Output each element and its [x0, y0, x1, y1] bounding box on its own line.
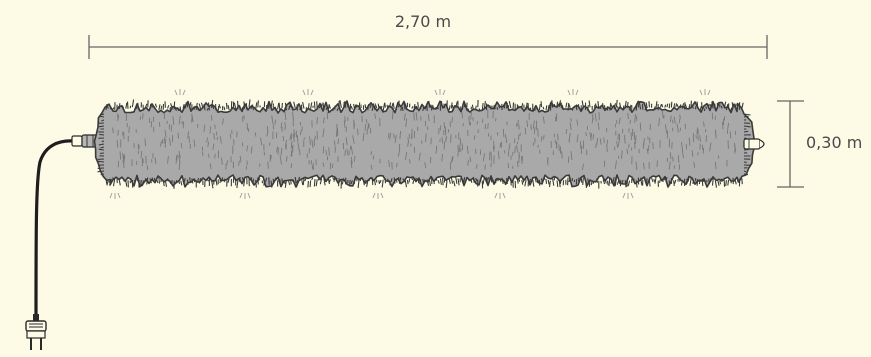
light-spark-icon: [239, 192, 251, 199]
garland-inner-needles: [112, 109, 737, 170]
garland-outline: [93, 100, 756, 188]
garland-lights: [109, 89, 711, 199]
garland-needles: [112, 109, 737, 170]
light-spark-icon: [109, 192, 121, 199]
power-cable: [34, 139, 76, 322]
light-spark-icon: [174, 89, 186, 96]
length-dimension-line: [88, 35, 768, 59]
light-spark-icon: [494, 192, 506, 199]
light-spark-icon: [699, 89, 711, 96]
length-label: 2,70 m: [394, 12, 452, 31]
power-plug-icon: [25, 314, 47, 350]
garland-body: [93, 99, 756, 189]
height-label: 0,30 m: [806, 133, 863, 152]
light-spark-icon: [622, 192, 634, 199]
garland-edge-spikes: [96, 99, 751, 189]
height-dimension-line: [777, 100, 804, 188]
light-spark-icon: [434, 89, 446, 96]
light-spark-icon: [567, 89, 579, 96]
end-cap-icon: [743, 138, 765, 150]
light-spark-icon: [302, 89, 314, 96]
light-spark-icon: [372, 192, 384, 199]
